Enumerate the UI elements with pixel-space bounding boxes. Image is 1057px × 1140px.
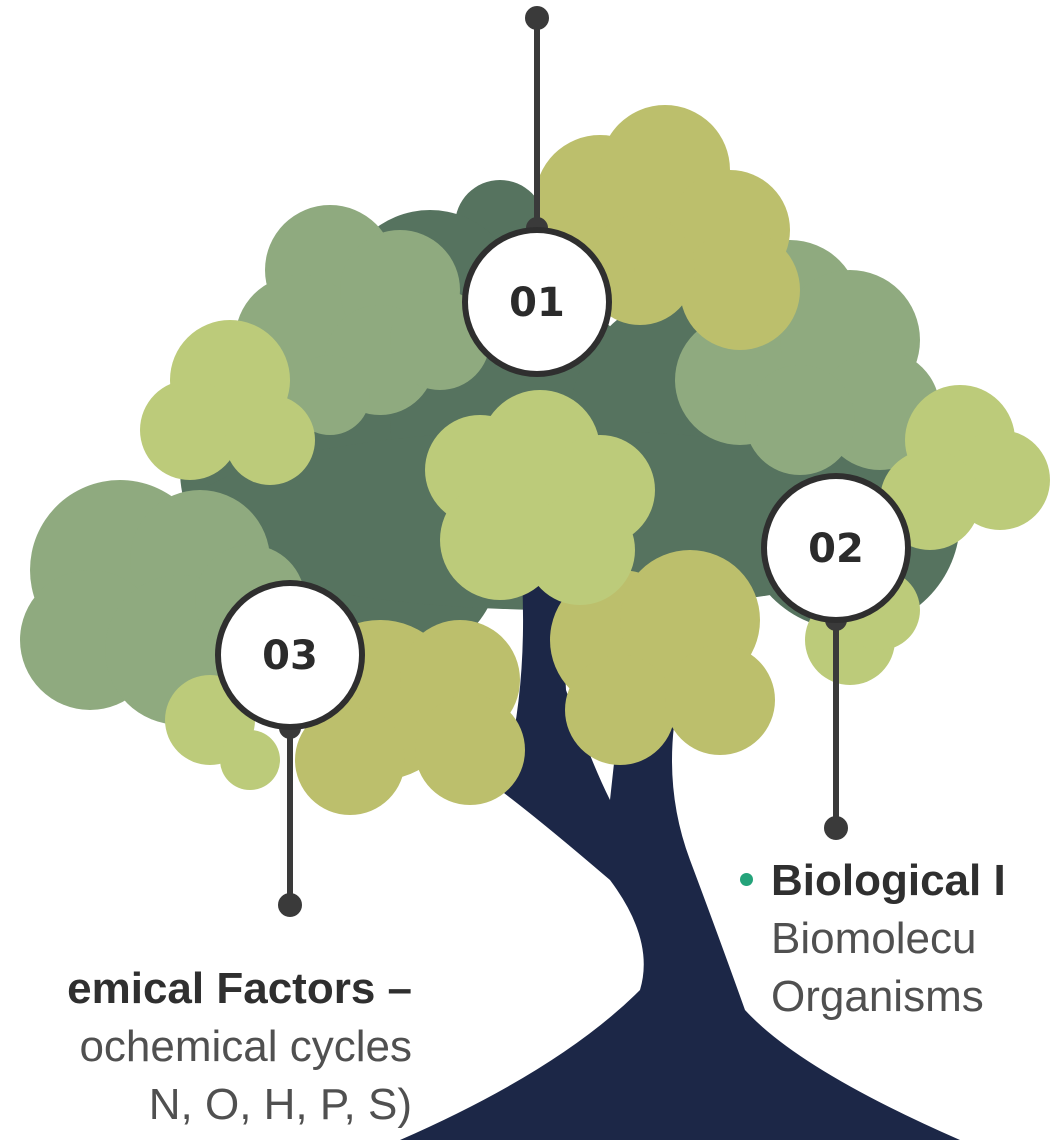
canopy-olive (295, 105, 800, 815)
caption-right-heading: Biological I (771, 856, 1006, 905)
caption-left-line2: N, O, H, P, S) (148, 1080, 412, 1129)
canopy-lime (140, 320, 1050, 790)
node-02: 02 (761, 473, 911, 623)
node-03-label: 03 (262, 633, 318, 679)
connector-dot-03-bottom (278, 893, 302, 917)
connector-dot-02-bottom (824, 816, 848, 840)
node-03: 03 (215, 580, 365, 730)
node-01-label: 01 (509, 280, 565, 326)
connector-dot-01-top (525, 6, 549, 30)
caption-left-line1: ochemical cycles (79, 1022, 412, 1071)
caption-biological-factors: Biological I Biomolecu Organisms (740, 852, 1006, 1026)
bullet-icon (740, 872, 753, 886)
caption-right-line2: Organisms (771, 972, 984, 1021)
tree-trunk (400, 572, 960, 1140)
caption-right-line1: Biomolecu (771, 914, 977, 963)
node-02-label: 02 (808, 526, 864, 572)
caption-left-heading: emical Factors – (67, 964, 412, 1013)
caption-right-heading-row: Biological I (740, 852, 1006, 910)
node-01: 01 (462, 227, 612, 377)
caption-chemical-factors: emical Factors – ochemical cycles N, O, … (0, 960, 412, 1134)
